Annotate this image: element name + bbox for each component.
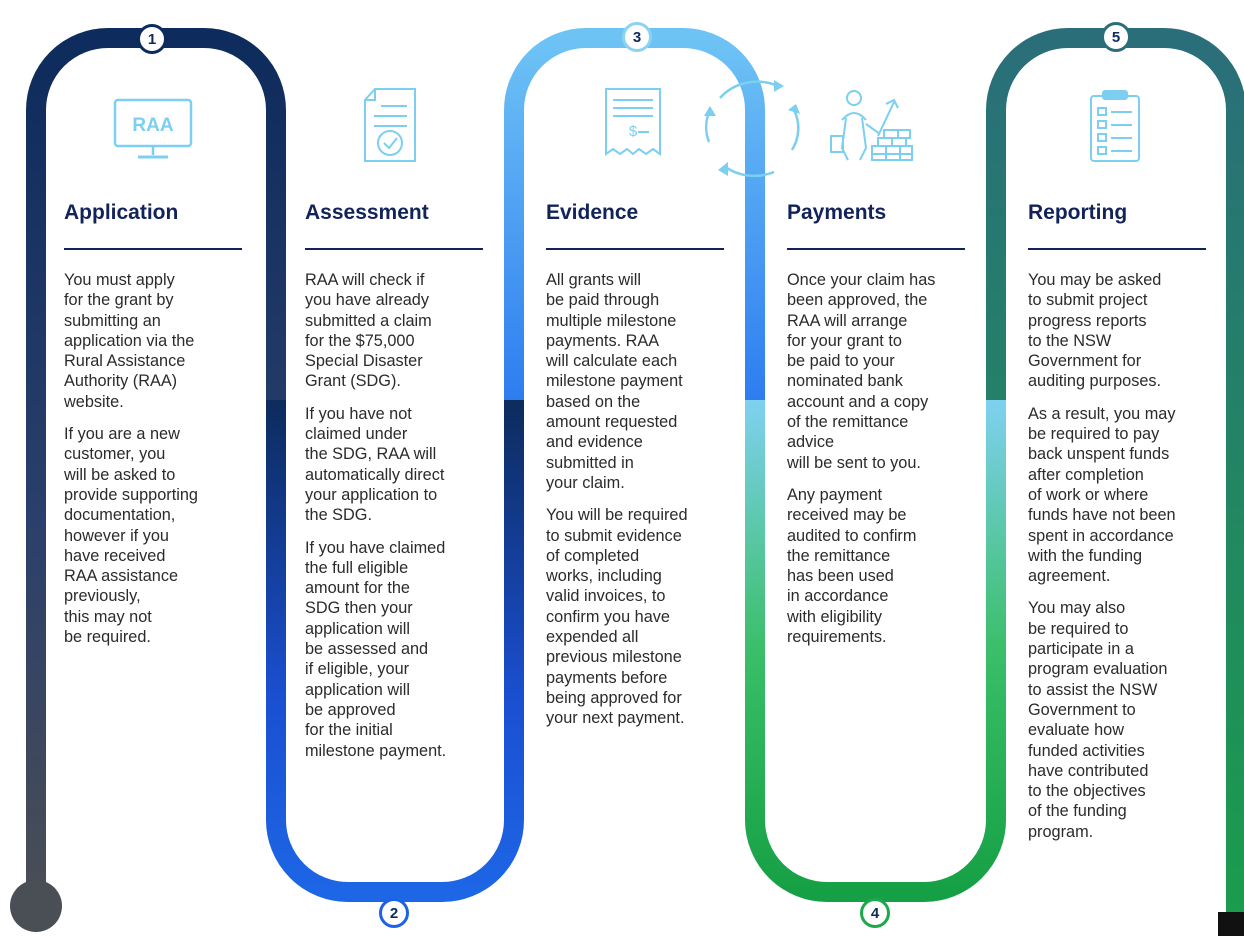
step-2-badge: 2 xyxy=(379,898,409,928)
step-reporting: Reporting You may be asked to submit pro… xyxy=(1028,199,1206,854)
title-divider xyxy=(64,248,242,250)
step-paragraph: You will be required to submit evidence … xyxy=(546,506,688,728)
step-title: Assessment xyxy=(305,201,429,224)
step-paragraph: Any payment received may be audited to c… xyxy=(787,485,917,647)
receipt-icon: $ xyxy=(605,88,661,156)
step-paragraph: Once your claim has been approved, the R… xyxy=(787,271,936,472)
step-evidence: Evidence All grants will be paid through… xyxy=(546,199,724,741)
step-paragraph: You may also be required to participate … xyxy=(1028,599,1168,841)
step-application: Application You must apply for the grant… xyxy=(64,199,242,659)
checklist-icon xyxy=(1090,90,1140,162)
receipt-dollar-sign: $ xyxy=(629,123,638,140)
step-paragraph: If you have claimed the full eligible am… xyxy=(305,538,447,760)
refresh-cycle-icon xyxy=(704,80,800,178)
step-paragraph: If you are a new customer, you will be a… xyxy=(64,425,198,647)
step-title: Reporting xyxy=(1028,201,1128,224)
step-5-badge: 5 xyxy=(1101,22,1131,52)
step-paragraph: All grants will be paid through multiple… xyxy=(546,271,683,492)
step-paragraph: RAA will check if you have already submi… xyxy=(305,271,432,391)
step-paragraph: You may be asked to submit project progr… xyxy=(1028,271,1162,391)
step-paragraph: As a result, you may be required to pay … xyxy=(1028,404,1176,586)
title-divider xyxy=(305,248,483,250)
step-3-badge: 3 xyxy=(622,22,652,52)
step-title: Evidence xyxy=(546,201,639,224)
step-title: Application xyxy=(64,201,179,224)
step-payments: Payments Once your claim has been approv… xyxy=(787,199,965,659)
builder-icon xyxy=(830,90,913,161)
step-paragraph: If you have not claimed under the SDG, R… xyxy=(305,404,445,525)
title-divider xyxy=(546,248,724,250)
step-4-badge: 4 xyxy=(860,898,890,928)
raa-monitor-icon: RAA xyxy=(113,98,193,159)
document-check-icon xyxy=(364,88,416,162)
flow-start-dot xyxy=(10,880,62,932)
step-1-badge: 1 xyxy=(137,24,167,54)
step-title: Payments xyxy=(787,201,887,224)
title-divider xyxy=(787,248,965,250)
flow-end-marker xyxy=(1218,912,1244,936)
raa-monitor-label: RAA xyxy=(132,115,173,136)
step-assessment: Assessment RAA will check if you have al… xyxy=(305,199,483,773)
title-divider xyxy=(1028,248,1206,250)
step-paragraph: You must apply for the grant by submitti… xyxy=(64,271,195,411)
